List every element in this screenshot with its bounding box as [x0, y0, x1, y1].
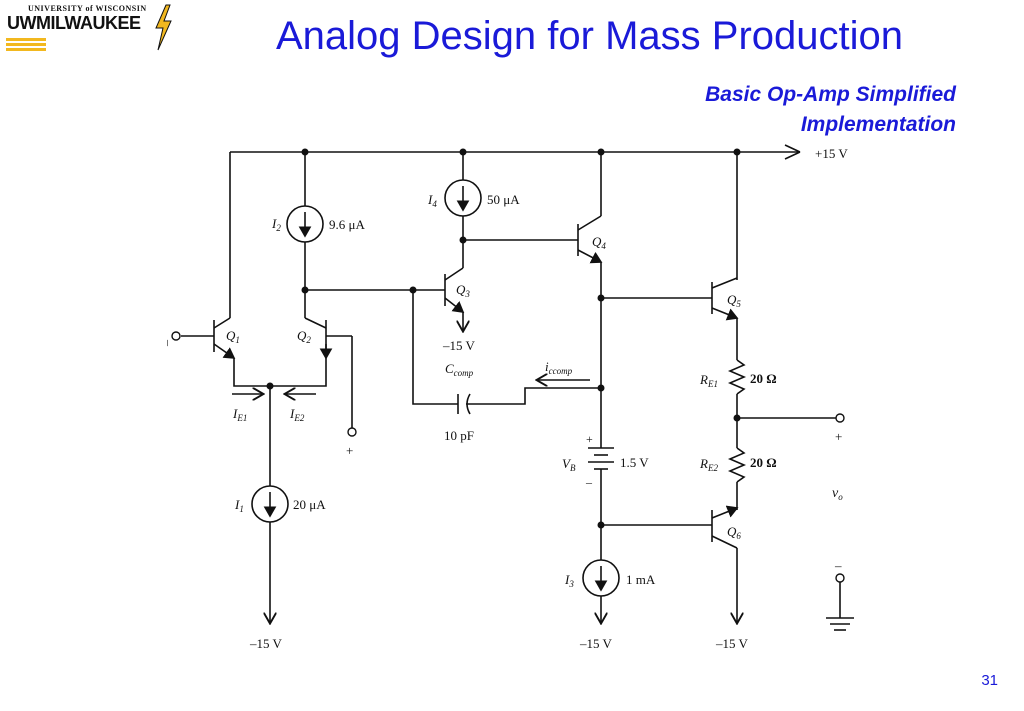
svg-text:20 μA: 20 μA	[293, 497, 326, 512]
svg-text:I1: I1	[234, 497, 244, 514]
transistor-q5: Q5	[711, 277, 741, 321]
ie2-label: IE2	[289, 406, 305, 423]
svg-text:Q2: Q2	[297, 328, 311, 345]
uwm-logo: UNIVERSITY of WISCONSIN UWMILWAUKEE	[4, 4, 174, 54]
capacitor-ccomp: Ccomp 10 pF	[444, 361, 601, 443]
svg-text:I2: I2	[271, 216, 281, 233]
resistor-re1: RE1 20 Ω	[699, 359, 777, 395]
transistor-q1: Q1	[171, 317, 240, 359]
current-source-i1: I1 20 μA	[234, 485, 326, 523]
svg-text:50 μA: 50 μA	[487, 192, 520, 207]
logo-stripes-icon	[6, 38, 46, 51]
lightning-bolt-icon	[155, 4, 172, 51]
logo-university-text: UNIVERSITY of WISCONSIN	[28, 4, 147, 13]
svg-text:9.6 μA: 9.6 μA	[329, 217, 365, 232]
resistor-re2: RE2 20 Ω	[699, 447, 777, 483]
current-source-i4: I4 50 μA	[427, 179, 520, 217]
q1-minus-label: –	[162, 339, 176, 347]
svg-text:Ccomp: Ccomp	[445, 361, 474, 378]
page-subtitle: Basic Op-Amp Simplified Implementation	[705, 83, 956, 136]
svg-text:1 mA: 1 mA	[626, 572, 656, 587]
neg-supply-1: –15 V	[249, 636, 283, 651]
page-number: 31	[981, 672, 998, 689]
svg-text:VB: VB	[562, 456, 576, 473]
neg-supply-6: –15 V	[715, 636, 749, 651]
logo-milwaukee-text: UWMILWAUKEE	[7, 13, 141, 33]
rail-pos-label: +15 V	[815, 146, 848, 161]
page-title: Analog Design for Mass Production	[276, 14, 903, 58]
current-source-i3: I3 1 mA	[564, 559, 656, 597]
svg-text:Q5: Q5	[727, 292, 741, 309]
svg-text:10 pF: 10 pF	[444, 428, 474, 443]
svg-text:I3: I3	[564, 572, 574, 589]
transistor-q4: Q4	[577, 152, 606, 264]
svg-text:–15 V: –15 V	[442, 338, 476, 353]
transistor-q2: Q2 +	[297, 317, 357, 458]
svg-text:20 Ω: 20 Ω	[750, 455, 777, 470]
svg-text:I4: I4	[427, 192, 437, 209]
current-source-i2: I2 9.6 μA	[271, 205, 365, 243]
svg-text:Q1: Q1	[226, 328, 240, 345]
svg-text:+: +	[346, 443, 353, 458]
ie1-label: IE1	[232, 406, 247, 423]
svg-text:RE2: RE2	[699, 456, 718, 473]
battery-vb: + – VB 1.5 V	[562, 432, 649, 489]
transistor-q3: Q3 –15 V	[442, 267, 476, 353]
svg-text:Q3: Q3	[456, 282, 470, 299]
svg-text:Q4: Q4	[592, 234, 606, 251]
svg-text:RE1: RE1	[699, 372, 718, 389]
svg-text:+: +	[586, 432, 593, 446]
svg-text:–: –	[585, 475, 593, 489]
vo-label: vo	[832, 486, 843, 502]
neg-supply-3: –15 V	[579, 636, 613, 651]
svg-text:1.5 V: 1.5 V	[620, 455, 649, 470]
ground-icon	[826, 582, 854, 631]
svg-text:Q6: Q6	[727, 524, 741, 541]
icomp-label: iccomp	[545, 359, 573, 376]
vo-plus: +	[835, 429, 842, 444]
positive-rail: +15 V	[230, 144, 848, 161]
vo-minus: –	[834, 558, 842, 573]
transistor-q6: Q6	[711, 505, 741, 549]
svg-text:20 Ω: 20 Ω	[750, 371, 777, 386]
